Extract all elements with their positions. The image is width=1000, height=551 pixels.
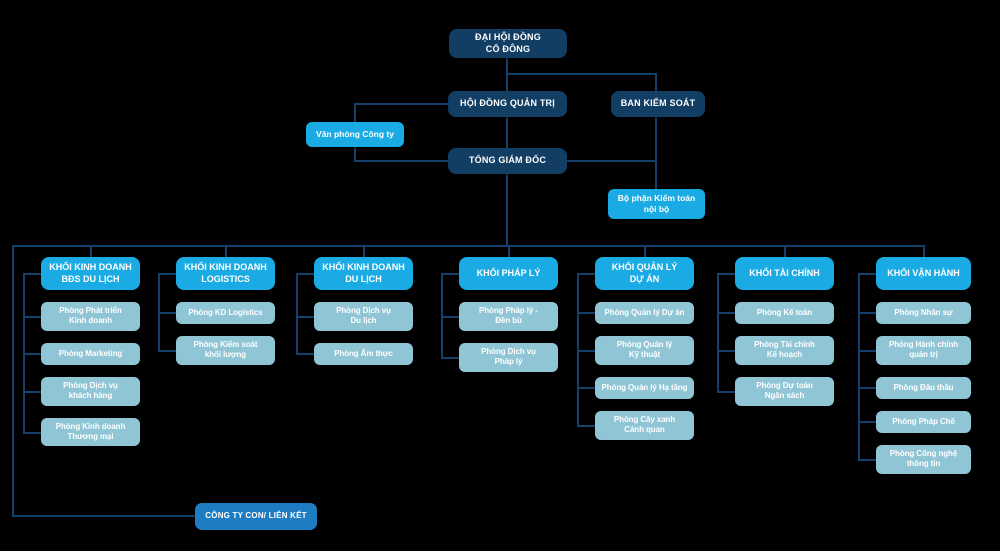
connector-line bbox=[577, 272, 595, 275]
division-box: KHỐI TÀI CHÍNH bbox=[735, 257, 834, 290]
connector-line bbox=[717, 349, 735, 352]
department-box: Phòng Công nghệ thông tin bbox=[876, 444, 971, 474]
connector-line bbox=[296, 272, 314, 275]
node-subsidiaries: CÔNG TY CON/ LIÊN KẾT bbox=[195, 503, 317, 530]
division-column: KHỐI VẬN HÀNH Phòng Nhân sự Phòng Hành chí… bbox=[858, 257, 971, 474]
division-column: KHỐI QUẢN LÝ DỰ ÁN Phòng Quản lý Dự án Phò… bbox=[577, 257, 694, 440]
connector-line bbox=[224, 245, 227, 258]
connector-line bbox=[858, 349, 876, 352]
department-box: Phòng Hành chính quản trị bbox=[876, 336, 971, 365]
department-box: Phòng Cây xanh Cảnh quan bbox=[595, 410, 694, 440]
connector-line bbox=[858, 421, 876, 423]
department-box: Phòng Pháp Chế bbox=[876, 410, 971, 433]
connector-line bbox=[858, 312, 876, 314]
department-box: Phòng Đấu thầu bbox=[876, 376, 971, 399]
connector-line bbox=[296, 273, 298, 355]
connector-line bbox=[567, 160, 657, 162]
connector-line bbox=[23, 315, 41, 318]
department-box: Phòng Quản lý Kỹ thuật bbox=[595, 336, 694, 365]
division-box: KHỐI VẬN HÀNH bbox=[876, 257, 971, 290]
connector-line bbox=[23, 353, 41, 355]
department-box: Phòng Quản lý Hạ tầng bbox=[595, 376, 694, 399]
connector-line bbox=[296, 315, 314, 318]
department-box: Phòng Marketing bbox=[41, 342, 140, 365]
connector-line bbox=[296, 353, 314, 355]
connector-line bbox=[441, 272, 459, 275]
connector-line bbox=[441, 315, 459, 318]
connector-line bbox=[858, 273, 860, 461]
connector-line bbox=[643, 245, 646, 258]
connector-line bbox=[858, 272, 876, 275]
division-column: KHỐI PHÁP LÝ Phòng Pháp lý - Đền bù Phòng … bbox=[441, 257, 558, 372]
department-box: Phòng Quản lý Dự án bbox=[595, 302, 694, 324]
connector-line bbox=[717, 390, 735, 393]
connector-line bbox=[354, 103, 448, 105]
department-box: Phòng Dịch vụ khách hàng bbox=[41, 376, 140, 406]
connector-line bbox=[158, 312, 176, 314]
division-box: KHỐI KINH DOANH BĐS DU LỊCH bbox=[41, 257, 140, 290]
connector-line bbox=[506, 73, 657, 75]
node-company-office: Văn phòng Công ty bbox=[306, 122, 404, 147]
connector-line bbox=[506, 174, 508, 245]
connector-line bbox=[158, 272, 176, 275]
connector-line bbox=[12, 245, 14, 517]
connector-line bbox=[577, 387, 595, 389]
connector-line bbox=[577, 424, 595, 427]
division-column: KHỐI KINH DOANH DU LỊCH Phòng Dịch vụ Du … bbox=[296, 257, 413, 365]
connector-line bbox=[922, 245, 925, 258]
connector-line bbox=[507, 245, 510, 258]
connector-line bbox=[858, 387, 876, 389]
connector-line bbox=[577, 312, 595, 314]
node-shareholders-assembly: ĐẠI HỘI ĐỒNG CỔ ĐÔNG bbox=[449, 29, 567, 58]
department-box: Phòng Tài chính Kế hoạch bbox=[735, 336, 834, 365]
department-box: Phòng Kinh doanh Thương mại bbox=[41, 417, 140, 447]
department-box: Phòng Kế toán bbox=[735, 302, 834, 324]
node-ceo: TỔNG GIÁM ĐỐC bbox=[448, 148, 567, 174]
connector-line bbox=[362, 245, 365, 258]
connector-line bbox=[441, 356, 459, 359]
node-internal-audit: Bộ phận Kiểm toán nội bộ bbox=[608, 189, 705, 219]
connector-line bbox=[23, 272, 41, 275]
connector-line bbox=[717, 312, 735, 314]
node-supervisory-board: BAN KIỂM SOÁT bbox=[611, 91, 705, 117]
node-board-of-directors: HỘI ĐỒNG QUẢN TRỊ bbox=[448, 91, 567, 117]
connector-line bbox=[858, 458, 876, 461]
division-column: KHỐI KINH DOANH LOGISTICS Phòng KD Logist… bbox=[158, 257, 275, 365]
division-box: KHỐI KINH DOANH LOGISTICS bbox=[176, 257, 275, 290]
connector-line bbox=[158, 349, 176, 352]
division-box: KHỐI QUẢN LÝ DỰ ÁN bbox=[595, 257, 694, 290]
division-column: KHỐI KINH DOANH BĐS DU LỊCH Phòng Phát tr… bbox=[23, 257, 140, 447]
department-box: Phòng Pháp lý - Đền bù bbox=[459, 302, 558, 331]
division-box: KHỐI KINH DOANH DU LỊCH bbox=[314, 257, 413, 290]
connector-line bbox=[12, 515, 195, 517]
connector-line bbox=[506, 117, 508, 148]
connector-line bbox=[655, 117, 657, 189]
connector-line bbox=[717, 273, 719, 393]
department-box: Phòng Dịch vụ Pháp lý bbox=[459, 342, 558, 372]
connector-line bbox=[23, 431, 41, 434]
department-box: Phòng Dự toán Ngân sách bbox=[735, 376, 834, 406]
department-box: Phòng Phát triển Kinh doanh bbox=[41, 302, 140, 331]
connector-line bbox=[12, 245, 925, 247]
connector-line bbox=[717, 272, 735, 275]
department-box: Phòng Ẩm thực bbox=[314, 342, 413, 365]
connector-line bbox=[23, 390, 41, 393]
connector-line bbox=[354, 160, 448, 162]
department-box: Phòng Kiểm soát khối lượng bbox=[176, 336, 275, 365]
department-box: Phòng Dịch vụ Du lịch bbox=[314, 302, 413, 331]
connector-line bbox=[783, 245, 786, 258]
connector-line bbox=[89, 245, 92, 258]
department-box: Phòng Nhân sự bbox=[876, 302, 971, 324]
connector-line bbox=[655, 73, 657, 91]
connector-line bbox=[577, 349, 595, 352]
division-box: KHỐI PHÁP LÝ bbox=[459, 257, 558, 290]
department-box: Phòng KD Logistics bbox=[176, 302, 275, 324]
